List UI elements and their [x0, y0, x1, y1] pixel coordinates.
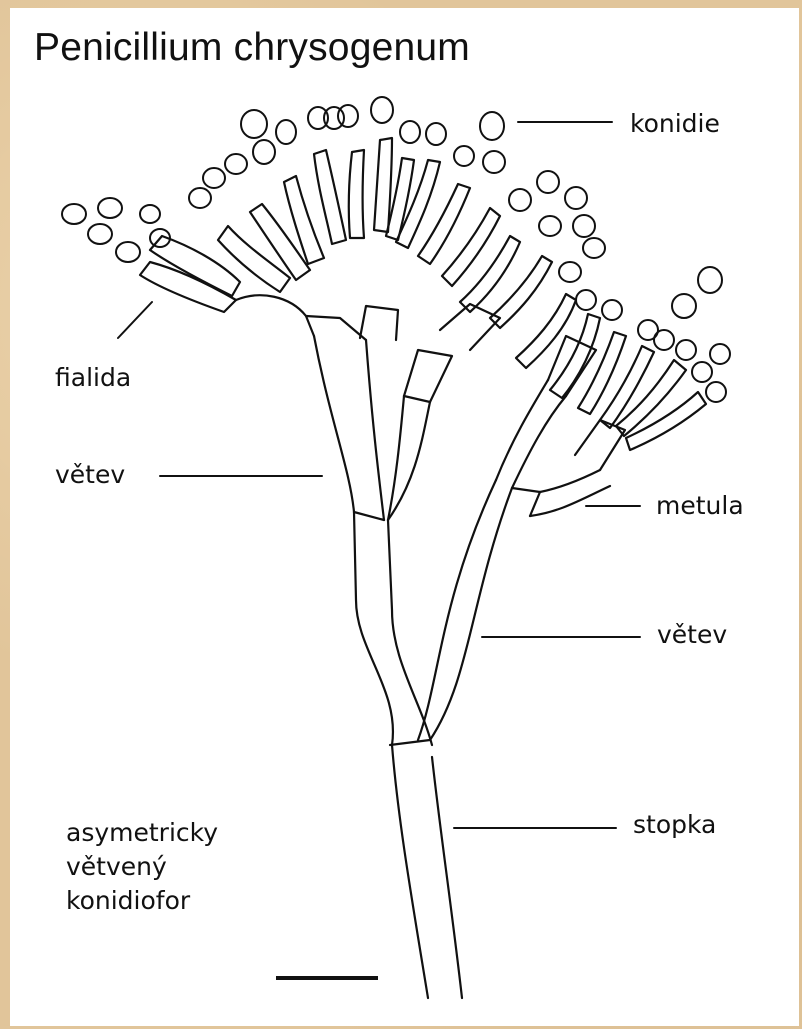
label-konidie: konidie [630, 109, 720, 139]
note-line-3: konidiofor [66, 884, 218, 918]
leader-fialida [118, 302, 152, 338]
description-note: asymetricky větvený konidiofor [66, 816, 218, 918]
stipe [390, 740, 462, 998]
diagram-title: Penicillium chrysogenum [34, 26, 470, 70]
conidia [62, 97, 730, 402]
label-vetev-left: větev [55, 460, 125, 490]
left-branch [314, 336, 432, 745]
note-line-1: asymetricky [66, 816, 218, 850]
phialides [140, 138, 706, 450]
label-stopka: stopka [633, 810, 716, 840]
note-line-2: větvený [66, 850, 218, 884]
label-vetev-right: větev [657, 620, 727, 650]
scale-bar [276, 976, 378, 980]
right-branch [418, 380, 610, 740]
label-metula: metula [656, 491, 744, 521]
label-fialida: fialida [55, 363, 131, 393]
